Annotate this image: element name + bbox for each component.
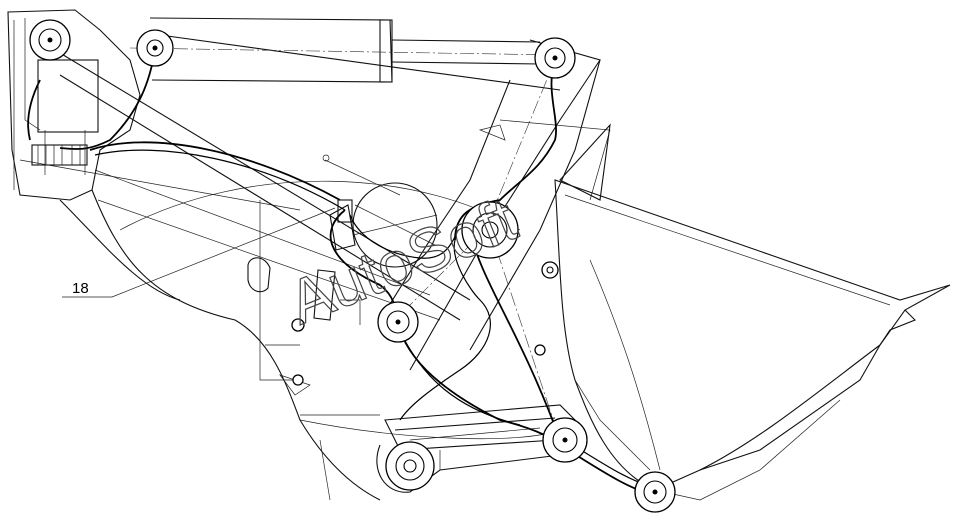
pin-arm-mid (377, 301, 419, 343)
pivot-pins (29, 19, 676, 513)
pin-link-left (385, 441, 435, 491)
pin-link-right (542, 417, 588, 463)
callout-18: 18 (62, 207, 336, 298)
pin-bell-crank (461, 201, 519, 259)
bucket (554, 179, 951, 501)
lift-arm-outline (7, 9, 561, 501)
callout-label: 18 (72, 280, 89, 297)
pin-cylinder-base (136, 29, 174, 67)
pin-frame-upper-left (29, 19, 71, 61)
tilt-cylinder-housing (247, 154, 438, 325)
pin-small-upper (541, 261, 559, 279)
lift-cylinder (129, 17, 561, 83)
pin-cylinder-rod (534, 37, 576, 79)
pin-small-frame (291, 318, 546, 386)
pin-bucket (634, 471, 676, 513)
